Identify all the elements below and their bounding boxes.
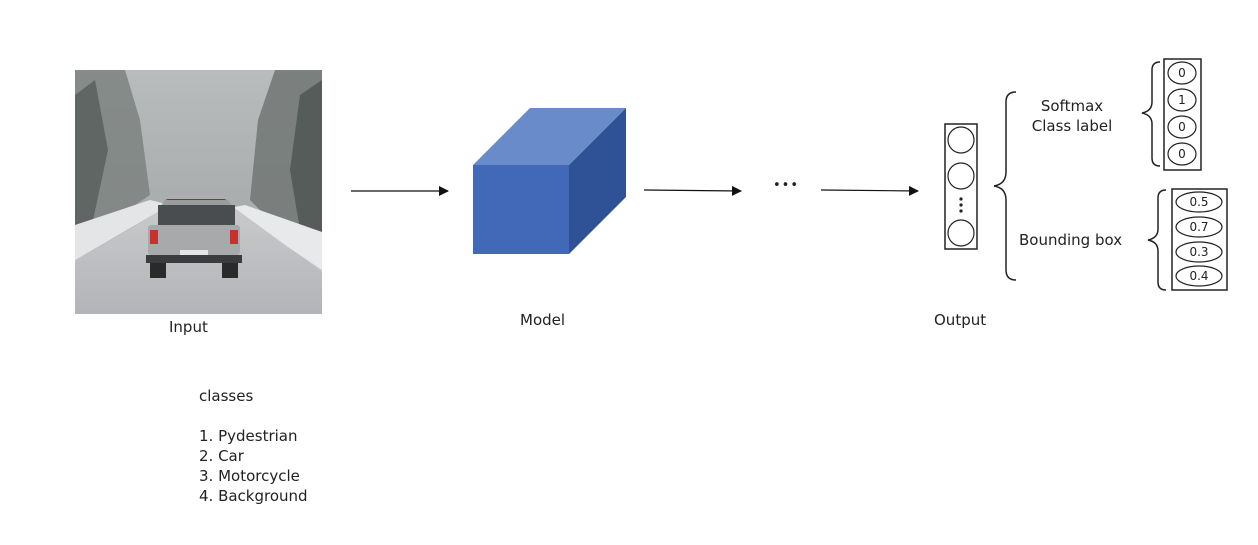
cube-front-face [473,165,569,254]
class-cell [1167,142,1197,166]
bbox-value: 0.5 [1189,195,1208,209]
classes-heading: classes [199,387,254,405]
bbox-cell [1175,191,1223,213]
layers-ellipsis: ••• [773,178,800,193]
class-cell [1167,61,1197,85]
class-value: 0 [1178,147,1186,161]
output-ellipsis-dot [959,203,963,207]
input-image [75,70,322,314]
softmax-label: Softmax Class label [1024,96,1120,136]
classes-list: classes 1. Pydestrian 2. Car 3. Motorcyc… [199,386,308,506]
bounding-box-label: Bounding box [1019,231,1123,249]
cube-side-face [569,108,626,254]
class-item: 3. Motorcycle [199,467,300,485]
input-label: Input [169,318,208,336]
bbox-value: 0.4 [1189,269,1208,283]
class-value: 1 [1178,93,1186,107]
class-value: 0 [1178,120,1186,134]
softmax-text: Softmax [1040,97,1104,115]
class-item: 1. Pydestrian [199,427,298,445]
bbox-cell [1175,265,1223,287]
output-node [947,126,975,154]
output-ellipsis-dot [959,197,963,201]
bbox-cell [1175,216,1223,238]
class-vector-brace [1141,61,1161,167]
arrow-model-to-ellipsis [643,185,742,196]
model-label: Model [520,311,566,329]
car-figure [146,199,242,278]
output-ellipsis-dot [959,209,963,213]
class-item: 4. Background [199,487,308,505]
class-label-text: Class label [1031,117,1113,135]
cube-top-face [473,108,626,165]
bbox-value: 0.3 [1189,245,1208,259]
bbox-value: 0.7 [1189,220,1208,234]
bbox-cell [1175,241,1223,263]
model-cube [473,108,626,254]
output-node [947,162,975,190]
class-vector: 0 1 0 0 [1163,58,1202,171]
bbox-vector: 0.5 0.7 0.3 0.4 [1171,188,1228,291]
output-split-brace [993,91,1017,281]
class-item: 2. Car [199,447,244,465]
arrow-ellipsis-to-output [820,185,919,196]
bbox-vector-brace [1147,189,1167,291]
output-vector [944,123,978,250]
class-cell [1167,88,1197,112]
output-label: Output [934,311,987,329]
class-cell [1167,115,1197,139]
output-node [947,219,975,247]
class-value: 0 [1178,66,1186,80]
